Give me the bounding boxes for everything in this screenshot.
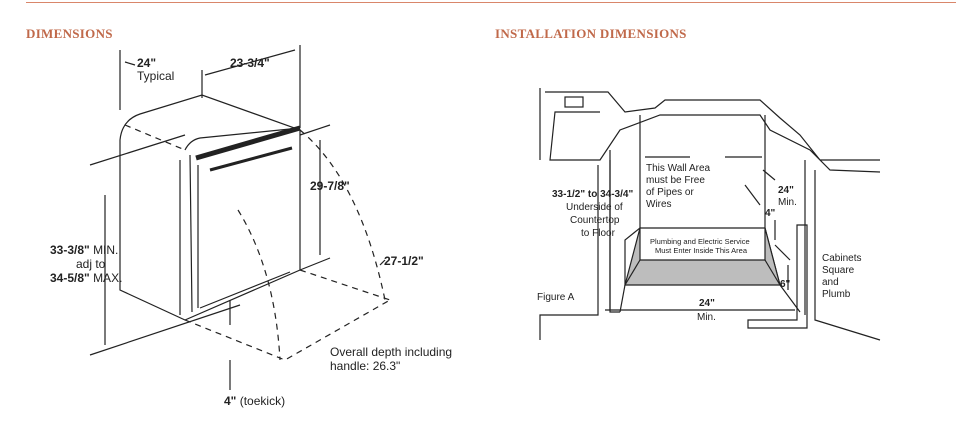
cabinets-line4: Plumb [822, 289, 851, 300]
wall-area-line1: This Wall Area [646, 163, 711, 174]
installation-heading: INSTALLATION DIMENSIONS [495, 26, 687, 41]
wall-area-line2: must be Free [646, 175, 705, 186]
cabinets-line1: Cabinets [822, 253, 861, 264]
dimensions-heading: DIMENSIONS [26, 26, 113, 41]
depth-min-label: Min. [778, 197, 797, 208]
adj-to-label: adj to [76, 257, 106, 271]
wall-area-line4: Wires [646, 199, 672, 210]
overall-depth-line1: Overall depth including [330, 345, 452, 359]
depth-min-value: 24" [778, 185, 794, 196]
top-divider [26, 2, 956, 3]
service-area-line1: Plumbing and Electric Service [650, 237, 750, 246]
width-min-label: Min. [697, 312, 716, 323]
width-min-value: 24" [699, 298, 715, 309]
overall-depth-line2: handle: 26.3" [330, 359, 400, 373]
figure-label: Figure A [537, 292, 575, 303]
height-desc-3: to Floor [581, 228, 616, 239]
four-inch-label: 4" [765, 208, 776, 219]
height-min-text: 33-3/8" MIN. [50, 243, 118, 257]
cabinets-line2: Square [822, 265, 855, 276]
width-typical-value: 24" [137, 56, 156, 70]
height-desc-1: Underside of [566, 202, 623, 213]
service-area-line2: Must Enter Inside This Area [655, 246, 748, 255]
height-range: 33-1/2" to 34-3/4" [552, 189, 633, 200]
typical-label: Typical [137, 69, 174, 83]
toekick-text: 4" (toekick) [224, 394, 285, 408]
height-desc-2: Countertop [570, 215, 620, 226]
cabinets-line3: and [822, 277, 839, 288]
door-height-value: 29-7/8" [310, 179, 350, 193]
wall-area-line3: of Pipes or [646, 187, 694, 198]
depth-value: 23-3/4" [230, 56, 270, 70]
six-inch-label: 6" [780, 279, 791, 290]
door-open-value: 27-1/2" [384, 254, 424, 268]
height-max-text: 34-5/8" MAX. [50, 271, 122, 285]
